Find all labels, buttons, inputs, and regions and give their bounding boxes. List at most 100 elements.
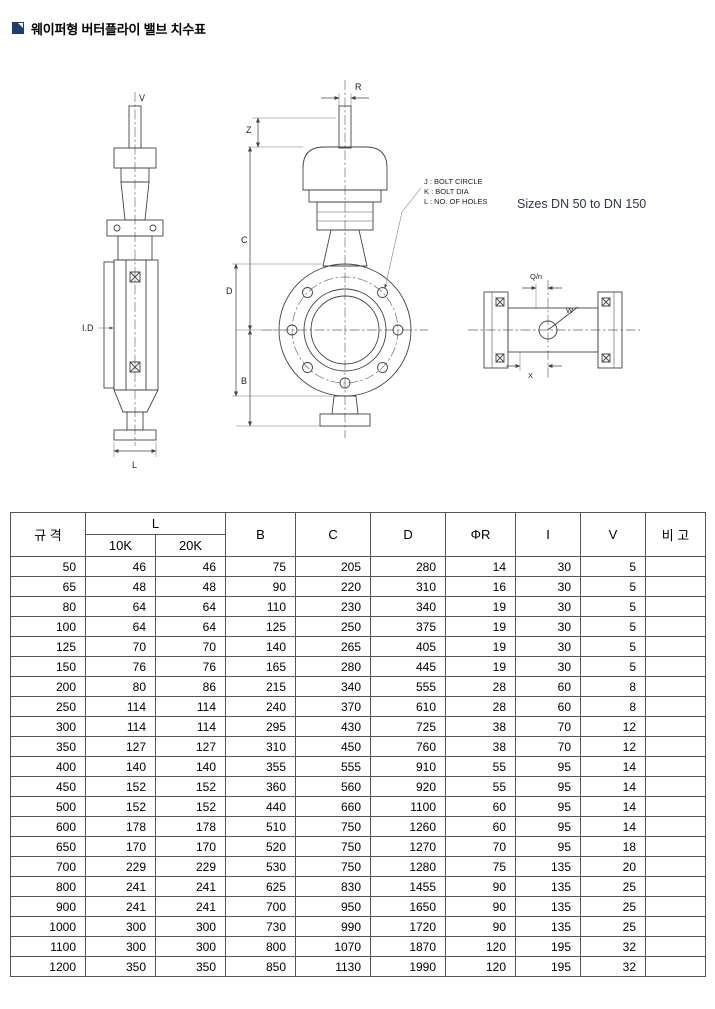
- cell-l-10k: 64: [85, 616, 156, 637]
- cell-l-20k: 114: [154, 716, 227, 737]
- cell-l-10k: 70: [85, 636, 156, 657]
- cell-b: 140: [225, 636, 297, 657]
- cell-i: 195: [515, 956, 582, 977]
- cell-phi-r: 70: [445, 836, 517, 857]
- cell-b: 90: [225, 576, 297, 597]
- dim-label-w: W: [566, 306, 574, 315]
- cell-c: 450: [295, 736, 372, 757]
- cell-b: 510: [225, 816, 297, 837]
- cell-l-10k: 170: [85, 836, 156, 857]
- cell-spec: 50: [10, 556, 86, 577]
- cell-l-10k: 140: [85, 756, 156, 777]
- cell-c: 205: [295, 556, 372, 577]
- cell-i: 95: [515, 796, 582, 817]
- cell-v: 5: [580, 616, 647, 637]
- note-bolt-circle: J : BOLT CIRCLE: [424, 177, 483, 186]
- cell-spec: 100: [10, 616, 86, 637]
- cell-l-20k: 64: [154, 616, 227, 637]
- cell-v: 32: [580, 956, 647, 977]
- cell-spec: 650: [10, 836, 86, 857]
- cell-remark: [645, 776, 707, 797]
- header-remark: 비 고: [645, 512, 707, 557]
- cell-spec: 250: [10, 696, 86, 717]
- cell-phi-r: 90: [445, 916, 517, 937]
- cell-i: 70: [515, 736, 582, 757]
- cell-b: 440: [225, 796, 297, 817]
- cell-spec: 200: [10, 676, 86, 697]
- cell-v: 12: [580, 736, 647, 757]
- cell-c: 830: [295, 876, 372, 897]
- cell-c: 340: [295, 676, 372, 697]
- cell-phi-r: 38: [445, 736, 517, 757]
- cell-l-10k: 152: [85, 796, 156, 817]
- cell-spec: 500: [10, 796, 86, 817]
- cell-d: 1720: [370, 916, 447, 937]
- cell-d: 910: [370, 756, 447, 777]
- header-l-10k: 10K: [85, 534, 156, 557]
- cell-remark: [645, 716, 707, 737]
- cell-l-20k: 114: [154, 696, 227, 717]
- cell-phi-r: 90: [445, 896, 517, 917]
- cell-i: 195: [515, 936, 582, 957]
- cell-i: 135: [515, 856, 582, 877]
- cell-v: 20: [580, 856, 647, 877]
- cell-l-20k: 76: [154, 656, 227, 677]
- cell-d: 555: [370, 676, 447, 697]
- cell-remark: [645, 756, 707, 777]
- cell-d: 405: [370, 636, 447, 657]
- cell-l-20k: 152: [154, 796, 227, 817]
- page-title: 웨이퍼형 버터플라이 밸브 치수표: [31, 21, 206, 37]
- cell-i: 70: [515, 716, 582, 737]
- dim-label-c: C: [241, 235, 248, 245]
- cell-i: 135: [515, 896, 582, 917]
- cell-l-10k: 114: [85, 716, 156, 737]
- cell-l-10k: 114: [85, 696, 156, 717]
- cell-l-10k: 178: [85, 816, 156, 837]
- cell-spec: 800: [10, 876, 86, 897]
- note-no-of-holes: L : NO. OF HOLES: [424, 197, 488, 206]
- header-i: I: [515, 512, 582, 557]
- cell-remark: [645, 576, 707, 597]
- cell-phi-r: 28: [445, 676, 517, 697]
- cell-d: 1260: [370, 816, 447, 837]
- cell-remark: [645, 936, 707, 957]
- cell-c: 990: [295, 916, 372, 937]
- cell-phi-r: 75: [445, 856, 517, 877]
- cell-l-10k: 241: [85, 876, 156, 897]
- header-spec: 규 격: [10, 512, 86, 557]
- cell-l-20k: 300: [154, 936, 227, 957]
- cell-c: 1070: [295, 936, 372, 957]
- cell-v: 32: [580, 936, 647, 957]
- cell-d: 610: [370, 696, 447, 717]
- cell-remark: [645, 876, 707, 897]
- dim-label-d: D: [226, 286, 233, 296]
- cell-l-20k: 86: [154, 676, 227, 697]
- cell-b: 800: [225, 936, 297, 957]
- cell-b: 530: [225, 856, 297, 877]
- header-b: B: [225, 512, 297, 557]
- cell-phi-r: 38: [445, 716, 517, 737]
- cell-d: 920: [370, 776, 447, 797]
- cell-d: 1990: [370, 956, 447, 977]
- cell-v: 5: [580, 576, 647, 597]
- cell-i: 95: [515, 776, 582, 797]
- cell-i: 135: [515, 876, 582, 897]
- dim-label-b: B: [241, 376, 247, 386]
- cell-remark: [645, 736, 707, 757]
- cell-phi-r: 16: [445, 576, 517, 597]
- cell-l-10k: 300: [85, 916, 156, 937]
- cell-v: 5: [580, 596, 647, 617]
- cell-phi-r: 19: [445, 636, 517, 657]
- cell-phi-r: 19: [445, 656, 517, 677]
- cell-l-20k: 127: [154, 736, 227, 757]
- cell-phi-r: 55: [445, 756, 517, 777]
- header-v: V: [580, 512, 647, 557]
